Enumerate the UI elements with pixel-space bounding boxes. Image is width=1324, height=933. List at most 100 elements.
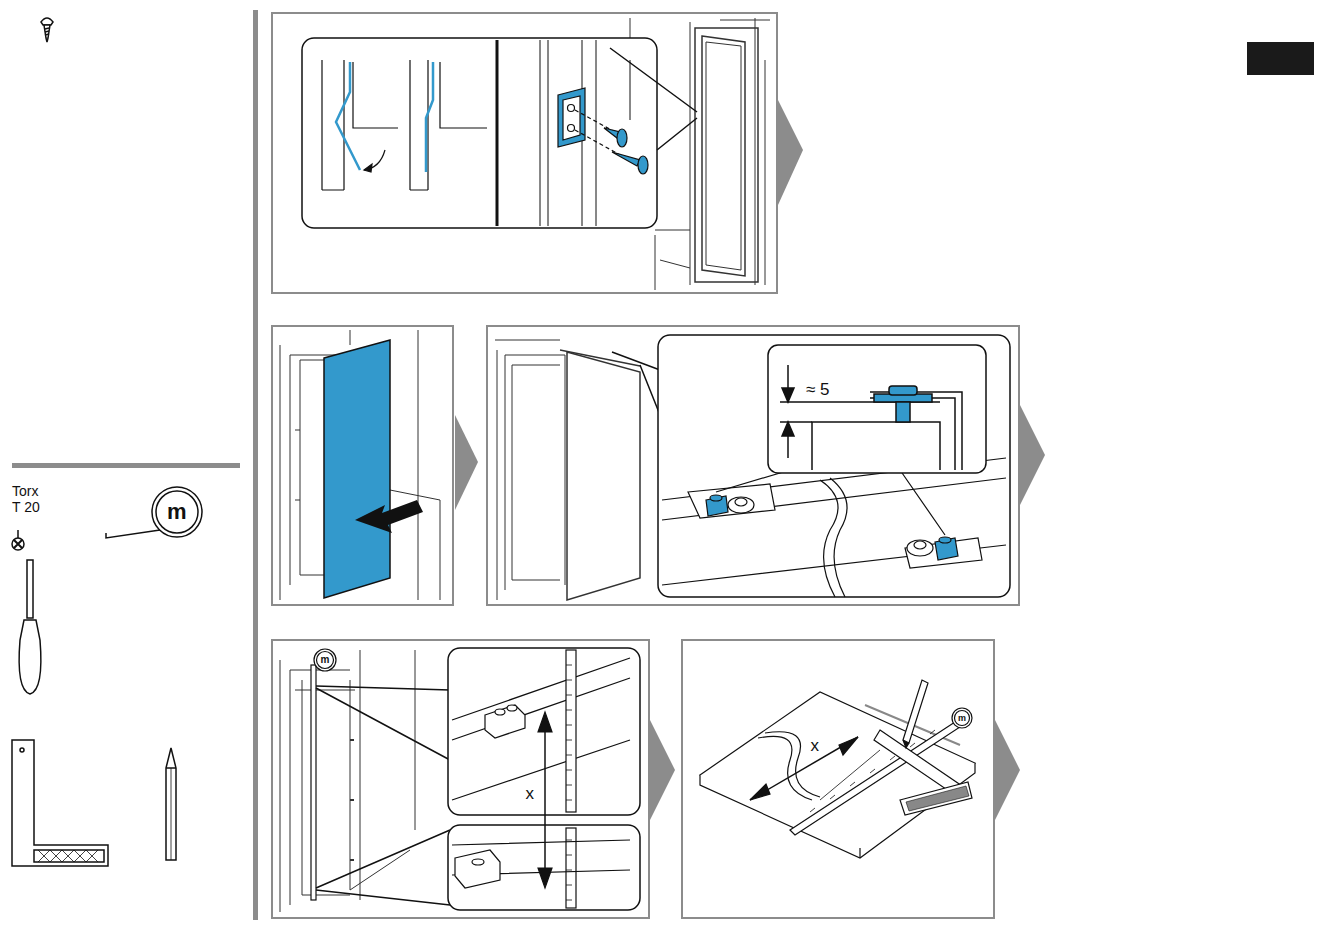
tape-measure-vertical	[311, 665, 316, 900]
adjustment-inset	[780, 392, 962, 470]
callout	[302, 38, 697, 228]
bracket-screws	[563, 96, 580, 140]
tape-measure-mark: m	[958, 714, 966, 723]
step-panel	[272, 640, 649, 918]
pencil-icon	[166, 748, 176, 860]
callout	[316, 648, 640, 910]
bracket-screws	[568, 105, 575, 112]
bracket-screws	[575, 110, 622, 156]
tool-size: T 20	[12, 500, 40, 514]
cabinet-drawing	[567, 352, 640, 600]
adjustment-inset	[782, 388, 794, 402]
trim-strip-detail	[426, 62, 433, 172]
tape-measure-mark: m	[321, 655, 330, 665]
hinge-rail-detail	[688, 484, 775, 518]
step-panel	[487, 326, 1019, 605]
bracket-screws	[558, 88, 648, 174]
door-panel-board	[839, 737, 858, 755]
measure-detail	[566, 665, 572, 800]
door-panel-board	[900, 782, 972, 815]
torx-screwdriver	[27, 560, 33, 618]
language-tab	[1247, 42, 1314, 75]
bracket-screws	[638, 156, 648, 174]
door-panel-board	[903, 680, 928, 743]
dimension-label: ≈ 5	[806, 381, 830, 398]
measure-detail	[485, 705, 525, 738]
cabinet-drawing	[695, 28, 758, 282]
dimension-label: x	[811, 737, 820, 754]
hinge-rail-detail	[710, 495, 722, 501]
try-square-icon	[34, 850, 104, 862]
try-square-icon	[38, 850, 98, 862]
door-panel-board	[955, 711, 970, 726]
door-panel-board	[700, 680, 975, 858]
cabinet-drawing	[280, 330, 440, 600]
screw-icon	[41, 18, 53, 42]
callout	[612, 352, 662, 420]
hinge-rail-detail	[830, 478, 847, 597]
push-arrow	[355, 500, 423, 533]
step-arrow	[1020, 405, 1045, 505]
step-panel	[682, 640, 994, 918]
cabinet-drawing	[280, 330, 440, 600]
step-arrow	[455, 415, 478, 510]
cabinet-drawing	[702, 36, 745, 276]
hinge-rail-detail	[716, 470, 945, 535]
cabinet-drawing	[706, 42, 741, 270]
door-panel-board	[750, 784, 770, 800]
adjustment-inset	[768, 345, 986, 473]
cabinet-drawing	[280, 650, 415, 912]
trim-strip-detail	[440, 62, 487, 128]
callout	[448, 825, 640, 910]
dimension-label: x	[526, 785, 535, 802]
hinge-rail-detail	[735, 498, 747, 506]
callout	[610, 48, 697, 150]
try-square-icon	[12, 740, 108, 866]
screw-icon	[41, 18, 53, 25]
door-panel-board	[906, 786, 969, 811]
step-panel	[272, 13, 777, 293]
measure-detail	[452, 650, 630, 908]
measure-detail	[452, 658, 630, 800]
torx-screwdriver	[14, 540, 22, 548]
hinge-rail-detail	[905, 538, 982, 568]
torx-screwdriver	[12, 538, 24, 550]
step-panel	[272, 326, 453, 605]
bracket-screws	[558, 88, 585, 147]
screw-icon	[44, 25, 50, 42]
bracket-screws	[617, 129, 627, 147]
separator-line	[12, 463, 240, 468]
trim-strip-detail	[353, 62, 398, 128]
cabinet-drawing	[655, 20, 770, 230]
tape-measure-icon	[106, 530, 160, 538]
trim-strip-detail	[322, 60, 344, 190]
measure-detail	[566, 840, 572, 900]
trim-strip-detail	[322, 40, 630, 226]
callout	[316, 686, 450, 905]
torx-screwdriver	[17, 530, 19, 538]
step-arrow	[650, 720, 675, 820]
cabinet-drawing	[280, 650, 415, 912]
hinge-rail-detail	[728, 497, 754, 513]
callout	[658, 335, 1010, 597]
tape-measure-vertical	[317, 652, 334, 669]
adjustment-inset	[780, 421, 812, 423]
door-panel-board	[750, 737, 858, 800]
step-panel	[272, 13, 777, 293]
tape-measure-vertical	[314, 649, 336, 671]
hinge-rail-detail	[907, 540, 933, 556]
hinge-rail-detail	[935, 538, 958, 560]
measure-detail	[538, 712, 552, 732]
trim-strip-detail	[496, 40, 499, 226]
furniture-door-panel	[324, 340, 390, 598]
door-panel-board	[903, 740, 909, 748]
measure-detail	[566, 650, 576, 812]
hinge-rail-detail	[820, 480, 838, 597]
bracket-screws	[568, 125, 575, 132]
door-panel-board	[952, 708, 972, 728]
torx-screwdriver	[19, 620, 41, 694]
measure-detail	[544, 722, 546, 878]
torx-screwdriver	[12, 530, 41, 694]
